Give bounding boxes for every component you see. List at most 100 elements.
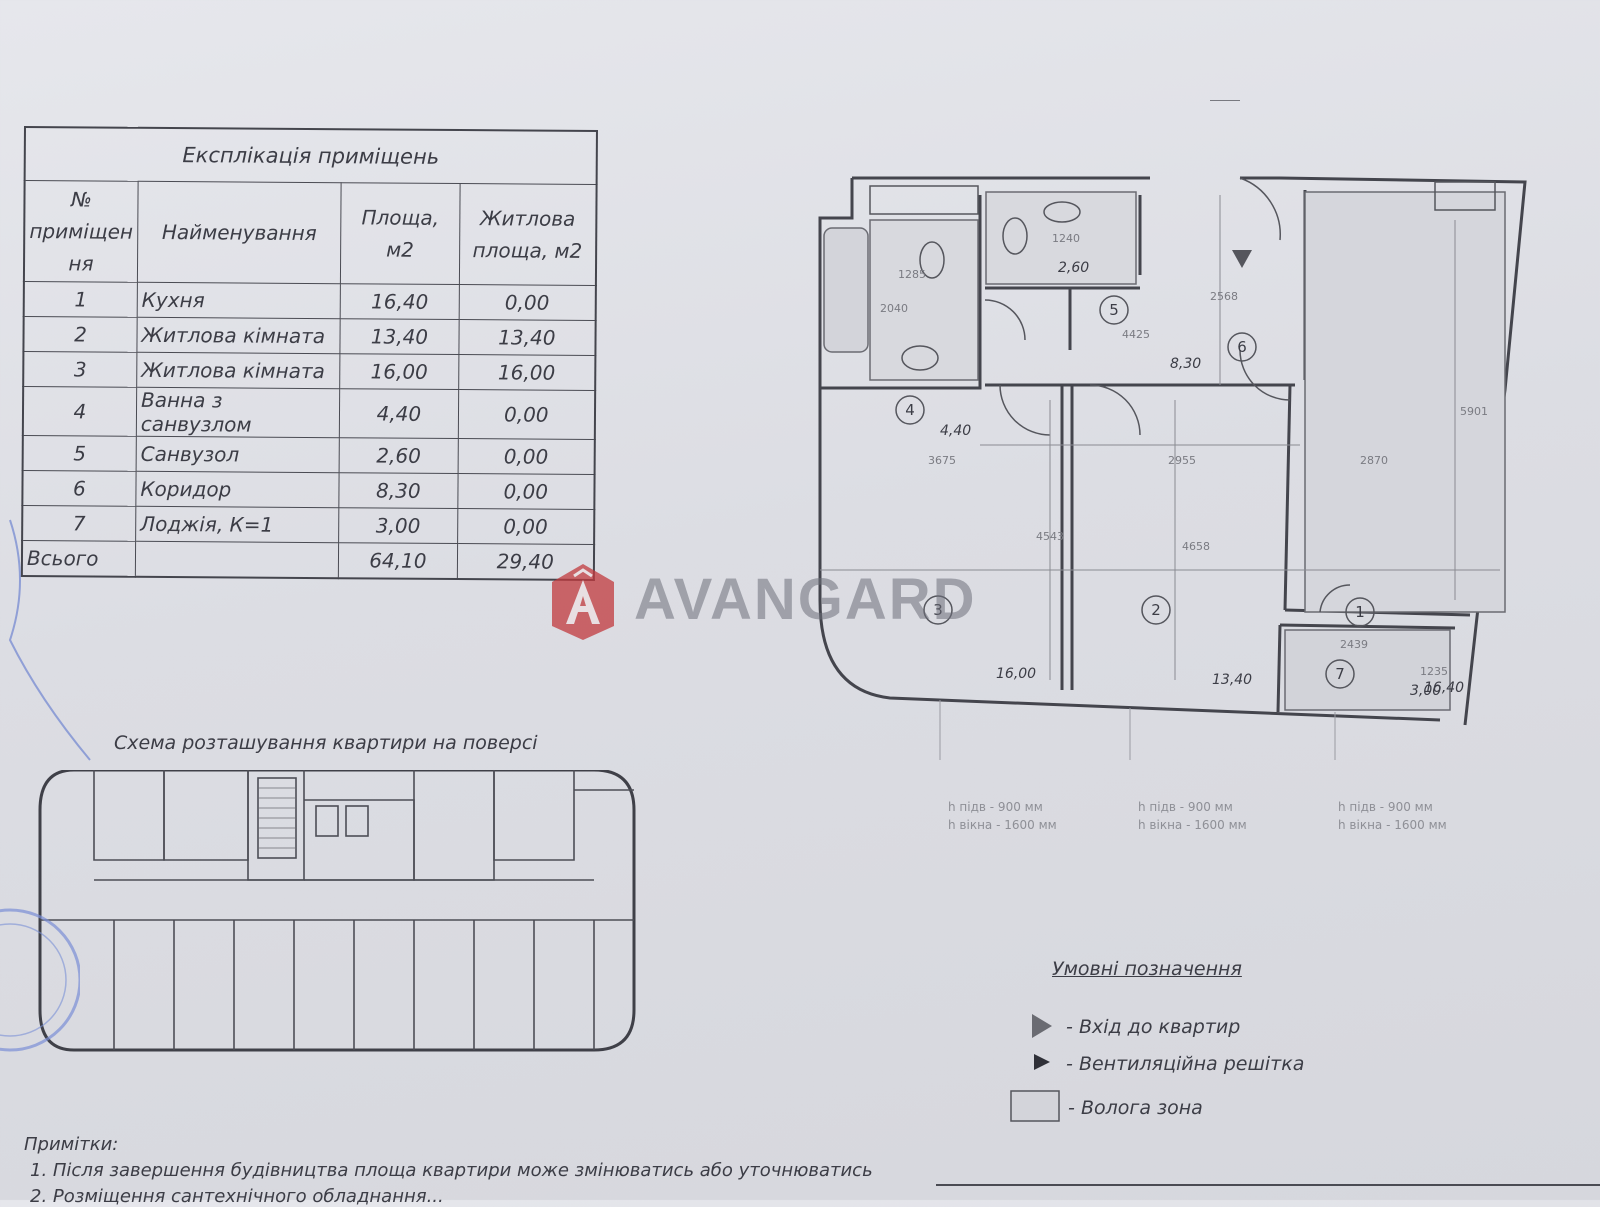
col-header-name: Найменування — [137, 181, 342, 284]
dim-10: 1285 — [898, 268, 926, 281]
vent-box — [869, 185, 979, 215]
dim-7: 2568 — [1210, 290, 1238, 303]
area-room-4: 4,40 — [940, 423, 971, 439]
note-1: 1. Після завершення будівництва площа кв… — [30, 1160, 873, 1181]
cell-living: 0,00 — [457, 508, 595, 545]
cell-living: 0,00 — [457, 473, 595, 510]
cell-area: 8,30 — [339, 472, 458, 509]
col-header-num: № приміщен ня — [23, 180, 139, 283]
sink-fixture — [901, 345, 939, 371]
cell-area: 16,00 — [339, 353, 459, 390]
area-room-5: 2,60 — [1058, 260, 1089, 276]
dim-11: 1240 — [1052, 232, 1080, 245]
sink-fixture-2 — [1043, 201, 1081, 223]
room-number-5: 5 — [1109, 301, 1119, 319]
cell-num: 1 — [23, 281, 138, 318]
legend-item-vent: - Вентиляційна решітка — [1030, 1052, 1304, 1077]
explication-table: Експлікація приміщень № приміщен ня Найм… — [20, 126, 598, 581]
cell-living: 0,00 — [457, 438, 595, 475]
signature-icon — [8, 519, 91, 761]
dim-4: 4543 — [1036, 530, 1064, 543]
cell-name: Житлова кімната — [136, 352, 341, 389]
cell-area: 3,00 — [338, 507, 458, 544]
bathroom-tub — [823, 227, 869, 353]
cell-living: 0,00 — [458, 284, 596, 321]
toilet-fixture-2 — [1002, 217, 1028, 255]
window-note-2: h підв - 900 мм h вікна - 1600 мм — [1138, 798, 1247, 834]
window-height: h вікна - 1600 мм — [948, 818, 1057, 832]
cell-name: Лоджія, К=1 — [135, 506, 340, 543]
dim-1: 3675 — [928, 454, 956, 467]
window-height: h вікна - 1600 мм — [1138, 818, 1247, 832]
sill-height: h підв - 900 мм — [1138, 800, 1233, 814]
wet-zone-bath — [869, 219, 979, 381]
cell-living: 13,40 — [458, 319, 596, 356]
legend-label: - Вхід до квартир — [1066, 1016, 1241, 1038]
dim-9: 2040 — [880, 302, 908, 315]
cell-living: 16,00 — [458, 354, 596, 391]
wet-zone-kitchen — [1304, 191, 1506, 613]
legend-item-entrance: - Вхід до квартир — [1030, 1012, 1240, 1043]
cell-num: 4 — [22, 386, 137, 437]
area-room-7: 3,00 — [1410, 683, 1441, 699]
wet-zone-box-icon — [1010, 1090, 1062, 1127]
room-number-6: 6 — [1237, 338, 1247, 356]
cell-name: Санвузол — [136, 436, 340, 473]
total-area: 64,10 — [338, 542, 458, 580]
room-number-1: 1 — [1355, 603, 1365, 621]
floor-scheme-diagram — [38, 770, 636, 1052]
cell-area: 2,60 — [339, 437, 458, 474]
dim-2: 2955 — [1168, 454, 1196, 467]
stamp-icon — [0, 908, 80, 1052]
cell-area: 4,40 — [339, 388, 459, 439]
avangard-logo-icon — [552, 564, 614, 640]
cell-living: 0,00 — [457, 389, 596, 440]
area-room-6: 8,30 — [1170, 356, 1201, 372]
title-block-strip — [936, 1184, 1600, 1202]
sill-height: h підв - 900 мм — [1338, 800, 1433, 814]
legend-label: - Вентиляційна решітка — [1066, 1053, 1305, 1075]
cell-name: Кухня — [137, 282, 341, 319]
legend-label: - Волога зона — [1068, 1097, 1203, 1119]
avangard-watermark: AVANGARD — [548, 560, 1048, 640]
room-number-7: 7 — [1335, 665, 1345, 683]
toilet-fixture — [919, 241, 945, 279]
dim-8: 4425 — [1122, 328, 1150, 341]
window-note-1: h підв - 900 мм h вікна - 1600 мм — [948, 798, 1057, 834]
cell-name: Ванна з санвузлом — [136, 387, 340, 438]
cell-area: 16,40 — [340, 283, 460, 320]
total-empty — [135, 541, 339, 579]
cell-name: Коридор — [135, 471, 340, 508]
window-note-3: h підв - 900 мм h вікна - 1600 мм — [1338, 798, 1447, 834]
cell-area: 13,40 — [340, 318, 459, 355]
cell-num: 2 — [23, 316, 138, 353]
legend-item-wet: - Волога зона — [1010, 1090, 1203, 1127]
area-room-3: 16,00 — [996, 666, 1036, 682]
dim-5: 4658 — [1182, 540, 1210, 553]
area-room-2: 13,40 — [1212, 672, 1252, 688]
entrance-triangle-icon — [1030, 1012, 1060, 1043]
outer-wall — [818, 178, 1441, 722]
area-room-1: 16,40 — [1424, 680, 1464, 696]
note-2: 2. Розміщення сантехнічного обладнання..… — [30, 1186, 444, 1207]
entrance-triangle-icon — [1232, 250, 1252, 268]
cell-name: Житлова кімната — [136, 317, 341, 354]
notes-title: Примітки: — [24, 1134, 119, 1155]
vent-triangle-icon — [1030, 1052, 1060, 1077]
vent-box-2 — [1434, 181, 1496, 211]
cell-num: 3 — [23, 351, 137, 388]
dim-6: 5901 — [1460, 405, 1488, 418]
dim-12: 2439 — [1340, 638, 1368, 651]
table-title: Експлікація приміщень — [24, 127, 597, 185]
col-header-area: Площа, м2 — [340, 182, 460, 285]
dim-13: 1235 — [1420, 665, 1448, 678]
room-number-4: 4 — [905, 401, 915, 419]
